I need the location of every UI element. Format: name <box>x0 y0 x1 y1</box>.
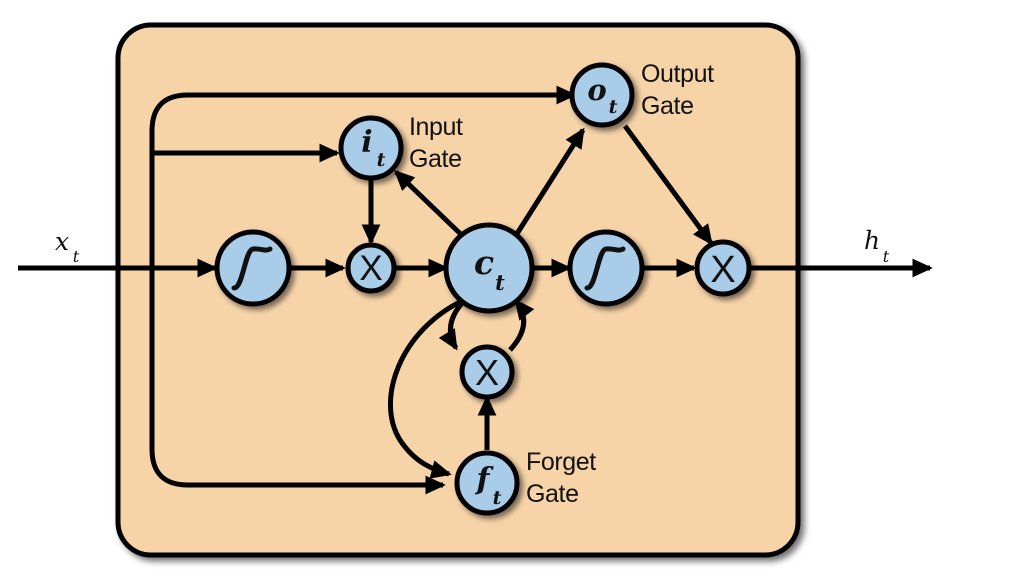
wire-cell-to-output-gate <box>510 127 586 242</box>
input-signal-subscript: t <box>73 247 80 266</box>
input-gate-label: i <box>361 125 372 160</box>
input-gate-caption-line1: Input <box>409 113 463 141</box>
output-gate-node: o t <box>569 62 635 128</box>
input-signal-label: x t <box>55 227 80 266</box>
wire-mult-forget-to-cell <box>508 298 535 352</box>
cell-state-node: c t <box>443 222 535 314</box>
output-signal-symbol: h <box>864 226 880 255</box>
mult-forget-label: X <box>475 352 499 393</box>
output-gate-subscript: t <box>609 96 618 118</box>
mult-input-node: X <box>345 242 397 294</box>
forget-gate-caption-line1: Forget <box>526 448 596 476</box>
wire-distribution-bus <box>149 92 625 488</box>
squash-in-node <box>214 229 292 307</box>
squash-out-node <box>567 229 645 307</box>
wire-output-gate-to-mult <box>622 124 714 246</box>
mult-output-node: X <box>694 239 752 297</box>
input-gate-node: i t <box>338 115 404 181</box>
wire-cell-to-input-gate <box>393 170 472 245</box>
input-gate-subscript: t <box>377 149 386 171</box>
input-gate-caption-line2: Gate <box>409 145 462 173</box>
output-gate-caption-line2: Gate <box>641 92 694 120</box>
forget-gate-subscript: t <box>493 487 502 509</box>
cell-state-label: c <box>474 243 494 282</box>
wire-cell-to-forget-gate <box>388 297 466 479</box>
cell-state-subscript: t <box>495 270 505 295</box>
mult-forget-node: X <box>459 344 515 400</box>
forget-gate-caption-line2: Gate <box>526 480 579 508</box>
output-gate-label: o <box>587 73 606 107</box>
output-signal-subscript: t <box>883 247 890 266</box>
mult-output-label: X <box>710 249 735 291</box>
forget-gate-node: f t <box>454 450 520 516</box>
output-signal-label: h t <box>864 226 890 266</box>
output-gate-caption-line1: Output <box>641 60 714 88</box>
input-signal-symbol: x <box>55 227 69 256</box>
mult-input-label: X <box>359 249 382 288</box>
